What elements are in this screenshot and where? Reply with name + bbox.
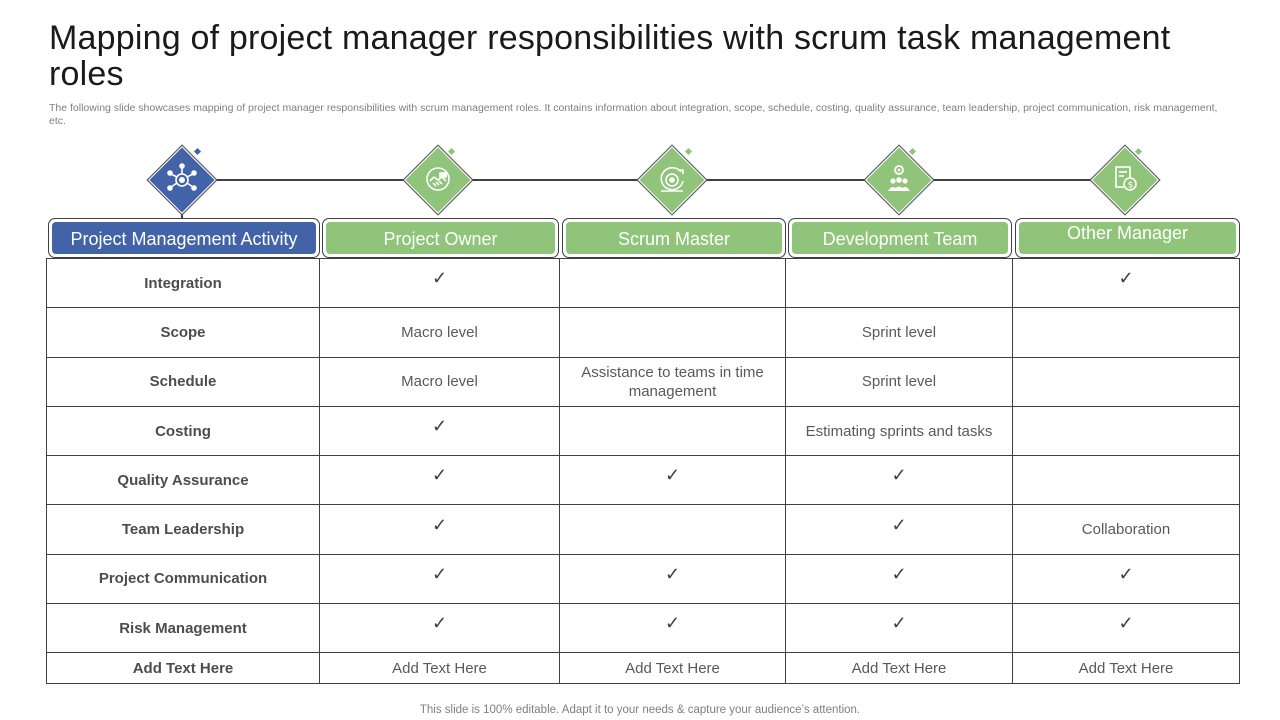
settings-network-icon — [165, 162, 199, 196]
table-cell: Estimating sprints and tasks — [785, 405, 1013, 457]
page-subtitle: The following slide showcases mapping of… — [49, 102, 1218, 127]
table-cell — [1012, 455, 1240, 506]
check-icon: ✓ — [891, 613, 907, 634]
check-icon: ✓ — [431, 268, 448, 289]
table-cell: ✓ — [559, 603, 786, 654]
table-cell: Collaboration — [1012, 504, 1240, 555]
check-icon: ✓ — [664, 613, 681, 634]
table-cell: ✓ — [559, 455, 786, 506]
check-icon: ✓ — [431, 514, 448, 535]
other-diamond-dot — [1134, 147, 1143, 156]
activity-cell: Risk Management — [46, 603, 320, 654]
table-cell — [559, 405, 786, 457]
table-cell — [559, 504, 786, 555]
activity-cell: Costing — [46, 405, 320, 457]
header-label: Project Management Activity — [52, 222, 316, 254]
activity-cell: Integration — [46, 257, 320, 309]
footer-note: This slide is 100% editable. Adapt it to… — [419, 704, 861, 716]
table-cell: ✓ — [319, 553, 560, 605]
table-row: Add Text Here Add Text Here Add Text Her… — [46, 652, 1240, 685]
page-title: Mapping of project manager responsibilit… — [49, 19, 1171, 93]
check-icon: ✓ — [1118, 613, 1134, 634]
table-cell: Sprint level — [785, 356, 1013, 407]
table-cell: Macro level — [319, 307, 560, 358]
check-icon: ✓ — [664, 465, 681, 486]
handshake-icon — [421, 162, 455, 196]
table-cell: ✓ — [319, 405, 560, 457]
header-project-owner: Project Owner — [322, 218, 559, 258]
document-dollar-icon: $ — [1108, 162, 1142, 196]
table-cell — [559, 307, 786, 358]
header-project-management-activity: Project Management Activity — [48, 218, 320, 258]
check-icon: ✓ — [1118, 268, 1134, 289]
table-cell — [1012, 405, 1240, 457]
check-icon: ✓ — [431, 465, 448, 486]
activity-cell: Scope — [46, 307, 320, 358]
table-cell: ✓ — [1012, 553, 1240, 605]
header-label: Scrum Master — [566, 222, 782, 254]
table-row: Team Leadership ✓ ✓ Collaboration — [46, 504, 1240, 555]
table-row: Project Communication ✓ ✓ ✓ ✓ — [46, 553, 1240, 605]
header-scrum-master: Scrum Master — [562, 218, 786, 258]
table-cell — [1012, 307, 1240, 358]
table-cell: Add Text Here — [559, 652, 786, 685]
check-icon: ✓ — [891, 514, 907, 535]
check-icon: ✓ — [1118, 563, 1134, 584]
header-development-team: Development Team — [788, 218, 1012, 258]
header-label: Development Team — [792, 222, 1008, 254]
check-icon: ✓ — [664, 563, 681, 584]
activity-cell: Team Leadership — [46, 504, 320, 555]
table-cell — [559, 257, 786, 309]
check-icon: ✓ — [431, 416, 448, 437]
table-cell: ✓ — [319, 455, 560, 506]
activity-cell: Project Communication — [46, 553, 320, 605]
table-row: Costing ✓ Estimating sprints and tasks — [46, 405, 1240, 457]
target-sprint-icon — [655, 162, 689, 196]
activity-cell: Add Text Here — [46, 652, 320, 685]
table-cell: ✓ — [319, 603, 560, 654]
responsibility-table: Integration ✓ ✓ Scope Macro level Sprint… — [46, 257, 1240, 685]
table-cell: ✓ — [1012, 257, 1240, 309]
activity-diamond-dot — [193, 147, 202, 156]
table-cell: ✓ — [1012, 603, 1240, 654]
table-cell: Macro level — [319, 356, 560, 407]
table-cell: Add Text Here — [1012, 652, 1240, 685]
table-row: Scope Macro level Sprint level — [46, 307, 1240, 358]
check-icon: ✓ — [891, 563, 907, 584]
header-other-manager: Other Manager — [1015, 218, 1240, 258]
table-cell: Assistance to teams in time management — [559, 356, 786, 407]
table-cell: ✓ — [319, 257, 560, 309]
table-cell: ✓ — [785, 504, 1013, 555]
header-label: Project Owner — [326, 222, 555, 254]
table-cell: Sprint level — [785, 307, 1013, 358]
header-label: Other Manager — [1019, 222, 1236, 254]
table-cell: ✓ — [785, 603, 1013, 654]
table-cell: ✓ — [319, 504, 560, 555]
table-row: Integration ✓ ✓ — [46, 257, 1240, 309]
table-cell: ✓ — [785, 553, 1013, 605]
table-cell: Add Text Here — [319, 652, 560, 685]
table-row: Schedule Macro level Assistance to teams… — [46, 356, 1240, 407]
check-icon: ✓ — [891, 465, 907, 486]
table-cell: Add Text Here — [785, 652, 1013, 685]
table-row: Quality Assurance ✓ ✓ ✓ — [46, 455, 1240, 506]
owner-diamond-dot — [447, 147, 456, 156]
scrum-diamond-dot — [684, 147, 693, 156]
check-icon: ✓ — [431, 563, 448, 584]
activity-cell: Quality Assurance — [46, 455, 320, 506]
table-cell: ✓ — [559, 553, 786, 605]
svg-text:$: $ — [1128, 181, 1134, 191]
check-icon: ✓ — [431, 613, 448, 634]
team-gear-icon — [882, 162, 916, 196]
devteam-diamond-dot — [908, 147, 917, 156]
table-cell — [785, 257, 1013, 309]
activity-cell: Schedule — [46, 356, 320, 407]
table-cell — [1012, 356, 1240, 407]
table-row: Risk Management ✓ ✓ ✓ ✓ — [46, 603, 1240, 654]
table-cell: ✓ — [785, 455, 1013, 506]
